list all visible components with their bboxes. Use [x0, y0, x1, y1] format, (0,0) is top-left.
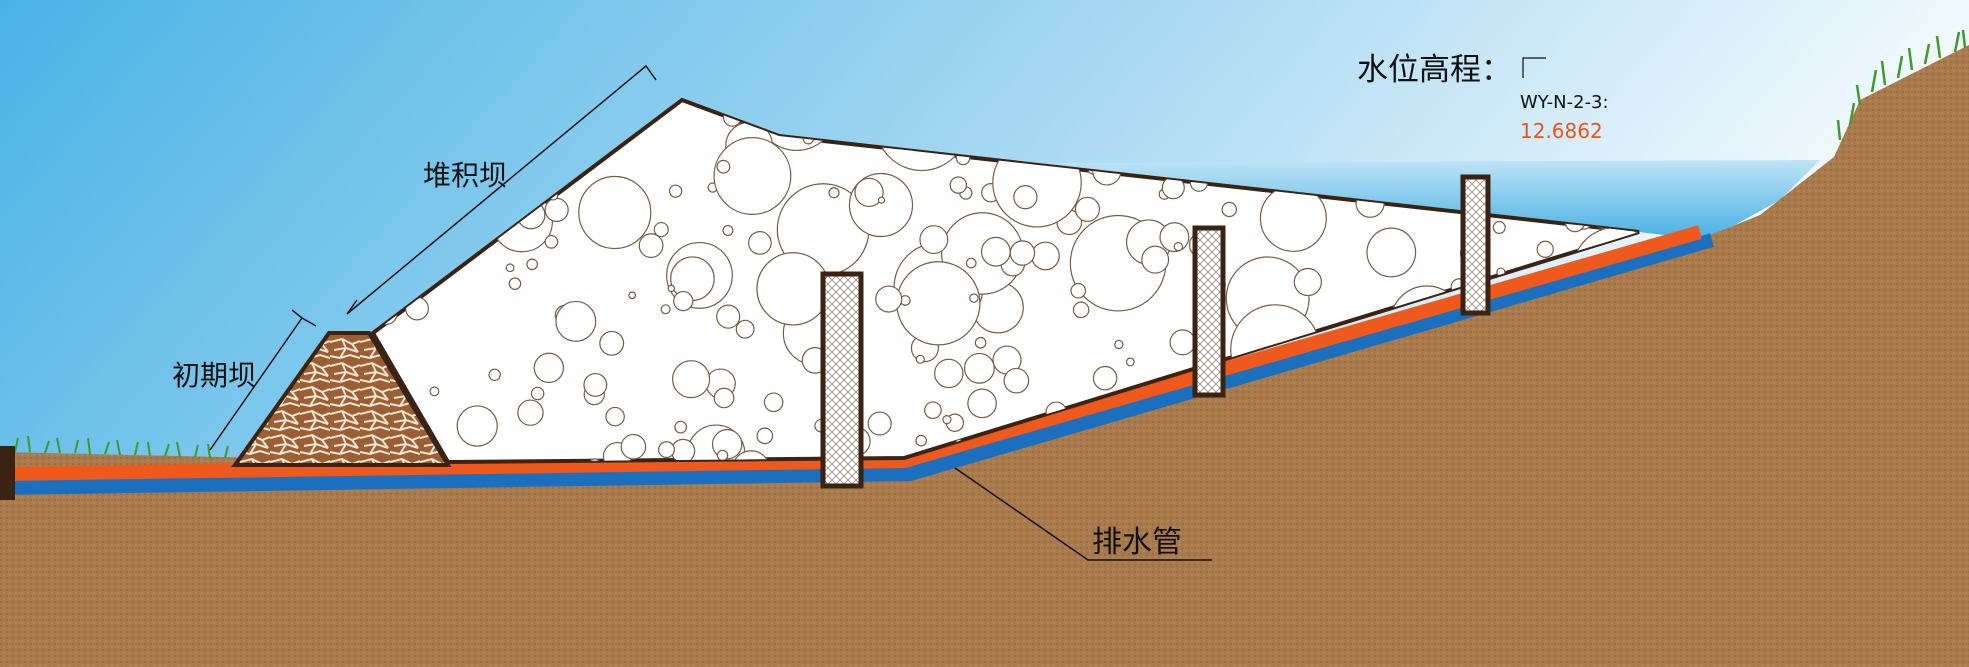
tailings-particle — [867, 411, 892, 436]
tailings-particle — [1074, 196, 1101, 222]
tailings-particle — [505, 263, 515, 273]
tailings-particle — [1366, 227, 1417, 278]
tailings-particle — [456, 405, 498, 447]
tailings-particle — [877, 196, 886, 204]
tailings-particle — [735, 319, 755, 339]
tailings-particle — [963, 352, 995, 384]
drain-pipe-blue — [0, 233, 1714, 495]
tailings-particle — [716, 159, 731, 174]
tailings-particle — [530, 386, 545, 401]
tailings-particle — [949, 176, 968, 194]
tailings-particle — [967, 388, 997, 419]
tailings-particle — [915, 434, 927, 447]
water-level-station: WY-N-2-3: — [1520, 92, 1609, 113]
tailings-particle — [1169, 329, 1196, 356]
tailings-particle — [974, 336, 987, 349]
tailings-particle — [828, 187, 840, 199]
tailings-particle — [875, 285, 903, 313]
tailings-particle — [716, 449, 729, 462]
piezometer-2 — [1192, 225, 1226, 398]
tailings-particle — [1013, 185, 1038, 210]
tailings-particle — [915, 354, 925, 364]
tailings-particle — [965, 257, 977, 269]
grass-right — [1836, 29, 1967, 141]
tailings-particle — [533, 352, 565, 384]
tailings-particle — [429, 386, 440, 397]
filter-layer-orange — [0, 225, 1702, 481]
tailings-particle — [1221, 201, 1237, 218]
grass-left — [14, 435, 229, 459]
tailings-particle — [638, 233, 664, 259]
tailings-particle — [1072, 301, 1090, 319]
tailings-particle — [722, 224, 734, 236]
drain-pipe-leader — [954, 467, 1212, 561]
tailings-particle — [942, 415, 952, 425]
tailings-particle — [658, 441, 675, 459]
piezometer-3 — [1460, 174, 1491, 316]
tailings-particle — [854, 177, 884, 208]
tailings-particle — [969, 293, 979, 303]
tailings-particle — [583, 372, 608, 397]
tailings-particle — [713, 387, 735, 409]
piezometer-1 — [820, 271, 864, 489]
tailings-particle — [555, 300, 597, 342]
tailings-particle — [620, 433, 647, 460]
tailings-particle — [1492, 220, 1506, 234]
tailings-particle — [1141, 245, 1170, 274]
tailings-particle — [934, 358, 964, 389]
tailings-particle — [578, 175, 652, 250]
tailings-particle — [1125, 357, 1135, 367]
starter-dam-label: 初期坝 — [172, 359, 256, 392]
ground-soil — [0, 45, 1969, 667]
tailings-particle — [508, 277, 522, 290]
tailings-particle — [1536, 240, 1554, 258]
tailings-particle — [1173, 241, 1184, 252]
tailings-particle — [544, 197, 569, 222]
water-level-title: 水位高程： — [1357, 52, 1512, 88]
tailings-particle — [713, 137, 792, 215]
tailings-particle — [628, 291, 637, 300]
starter-dam-bracket — [209, 309, 317, 451]
tailings-particle — [1070, 282, 1087, 299]
tailings-particle — [488, 368, 501, 382]
tailings-particle — [1293, 267, 1323, 297]
tailings-particle — [605, 406, 625, 427]
tailings-particle — [716, 304, 741, 329]
drain-pipe-label: 排水管 — [1092, 525, 1182, 560]
water-level-bracket — [1522, 57, 1546, 78]
tailings-particle — [670, 438, 696, 462]
tailings-particle — [980, 236, 1011, 267]
deposit-dam-bracket — [346, 64, 657, 315]
tailings-particle — [667, 284, 676, 293]
tailings-particle — [747, 231, 772, 255]
tailings-particle — [756, 427, 774, 445]
tailings-particle — [599, 330, 625, 356]
tailings-particle — [672, 360, 711, 399]
tailings-particle — [919, 225, 949, 255]
tailings-particle — [1009, 240, 1036, 266]
tailings-particle — [674, 420, 688, 434]
left-post — [0, 446, 15, 500]
tailings-particle — [1114, 339, 1124, 350]
tailings-particle — [924, 401, 942, 420]
tailings-particle — [668, 184, 683, 198]
starter-dam-body — [231, 331, 452, 467]
tailings-particle — [673, 290, 694, 312]
tailings-particle — [526, 258, 539, 271]
tailings-particle — [1031, 241, 1060, 271]
tailings-particle — [763, 392, 784, 413]
tailings-particle — [660, 304, 671, 315]
reservoir-water — [1050, 160, 1820, 240]
water-level-value: 12.6862 — [1520, 119, 1603, 143]
tailings-particle — [756, 252, 830, 326]
tailings-particle — [544, 234, 559, 249]
deposit-dam-label: 堆积坝 — [423, 159, 507, 192]
tailings-particle — [1092, 365, 1118, 391]
tailings-particle — [653, 221, 669, 238]
tailings-particle — [1003, 367, 1030, 394]
tailings-particle — [517, 399, 544, 426]
